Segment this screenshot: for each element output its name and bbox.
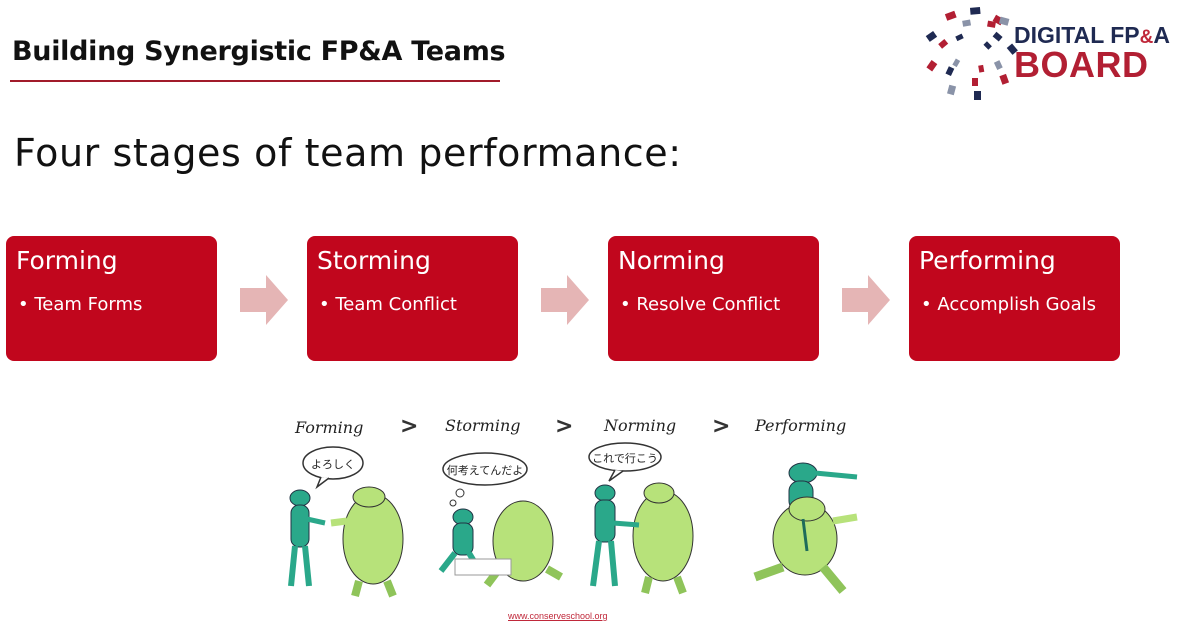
logo-text-line2: BOARD (1014, 44, 1149, 85)
stage-bullet: • Team Conflict (319, 294, 457, 315)
storming-scene: 何考えてんだよ (438, 452, 563, 588)
stage-bullet: • Team Forms (18, 294, 143, 315)
forming-scene: よろしく (288, 446, 404, 598)
right-arrow-icon (240, 275, 288, 325)
cartoon-label-norming: Norming (603, 416, 676, 435)
stage-box-performing: Performing • Accomplish Goals (909, 236, 1120, 361)
thought-bubble-text: 何考えてんだよ (447, 464, 523, 477)
performing-scene (753, 462, 858, 594)
cartoon-label-forming: Forming (294, 418, 363, 437)
stage-title: Storming (317, 246, 431, 275)
digital-fpa-board-logo: DIGITAL FP&A BOARD (918, 0, 1200, 108)
stage-title: Forming (16, 246, 118, 275)
cartoon-label-performing: Performing (754, 416, 846, 435)
speech-bubble-text: よろしく (311, 458, 355, 471)
stage-bullet: • Resolve Conflict (620, 294, 781, 315)
speech-bubble-text: これで行こう (592, 452, 658, 465)
source-credit-link[interactable]: www.conserveschool.org (508, 611, 608, 621)
stage-box-forming: Forming • Team Forms (6, 236, 217, 361)
stage-box-storming: Storming • Team Conflict (307, 236, 518, 361)
logo-mark-icon (925, 6, 1018, 100)
logo-text-line1: DIGITAL FP&A (1014, 22, 1171, 48)
stage-box-norming: Norming • Resolve Conflict (608, 236, 819, 361)
title-underline (10, 80, 500, 82)
slide-title: Building Synergistic FP&A Teams (12, 36, 506, 67)
subtitle: Four stages of team performance: (14, 131, 682, 175)
separator-chevron: > (555, 414, 573, 439)
separator-chevron: > (712, 414, 730, 439)
separator-chevron: > (400, 414, 418, 439)
stage-bullet: • Accomplish Goals (921, 294, 1096, 315)
right-arrow-icon (842, 275, 890, 325)
norming-scene: これで行こう (588, 442, 694, 595)
right-arrow-icon (541, 275, 589, 325)
stage-title: Performing (919, 246, 1056, 275)
stage-title: Norming (618, 246, 725, 275)
frog-stages-illustration: Forming Storming Norming Performing > > … (288, 414, 858, 598)
cartoon-label-storming: Storming (445, 416, 521, 435)
